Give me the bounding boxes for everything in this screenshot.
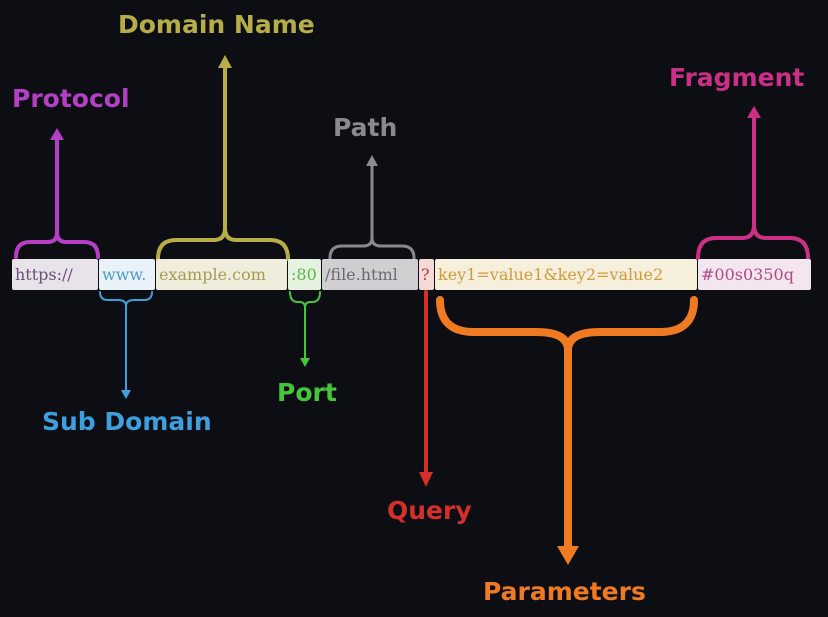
url-domain-segment: example.com bbox=[156, 259, 287, 290]
port-connector bbox=[289, 291, 321, 367]
domain-name-label: Domain Name bbox=[118, 10, 315, 39]
url-query-segment: ? bbox=[419, 259, 434, 290]
port-label: Port bbox=[277, 378, 337, 407]
sub-domain-connector bbox=[99, 291, 153, 399]
url-protocol-segment: https:// bbox=[12, 259, 98, 290]
path-label: Path bbox=[333, 113, 398, 142]
protocol-connector bbox=[14, 128, 100, 259]
protocol-label: Protocol bbox=[12, 84, 130, 113]
url-parameters-segment: key1=value1&key2=value2 bbox=[435, 259, 697, 290]
url-subdomain-segment: www. bbox=[99, 259, 155, 290]
url-path-segment: /file.html bbox=[322, 259, 418, 290]
domain-name-connector bbox=[156, 55, 290, 261]
url-fragment-segment: #00s0350q bbox=[698, 259, 811, 290]
fragment-label: Fragment bbox=[669, 63, 805, 92]
sub-domain-label: Sub Domain bbox=[42, 407, 212, 436]
fragment-connector bbox=[696, 106, 810, 260]
path-connector bbox=[328, 155, 416, 260]
query-label: Query bbox=[387, 496, 472, 525]
query-connector bbox=[419, 290, 433, 487]
parameters-connector bbox=[436, 296, 698, 565]
parameters-label: Parameters bbox=[483, 577, 646, 606]
url-port-segment: :80 bbox=[288, 259, 321, 290]
